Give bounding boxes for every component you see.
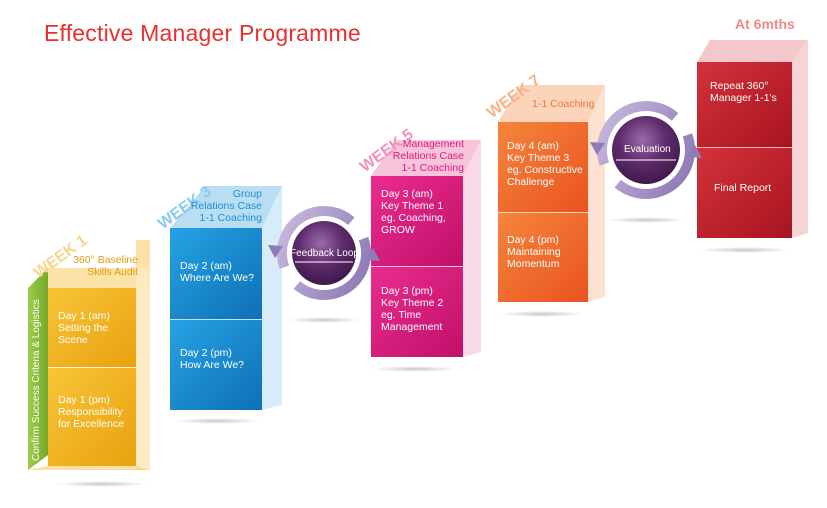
week3-front-upper bbox=[170, 228, 262, 319]
week1-back-top bbox=[136, 240, 150, 268]
week3-right-face bbox=[262, 186, 282, 410]
at-6mths-label: At 6mths bbox=[735, 16, 795, 32]
week3-cell-am: Day 2 (am)Where Are We? bbox=[180, 260, 254, 284]
six-months-block bbox=[697, 40, 808, 238]
feedback-loop-label: Feedback Loop bbox=[290, 248, 359, 259]
shadow-week1 bbox=[56, 481, 148, 487]
week7-block bbox=[498, 85, 605, 302]
week5-top-face bbox=[371, 140, 481, 176]
feedback-loop-graphic bbox=[268, 206, 380, 300]
week7-front-lower bbox=[498, 213, 588, 302]
week5-top-label: Management Relations Case 1-1 Coaching bbox=[392, 138, 464, 174]
week5-front-upper bbox=[371, 176, 463, 266]
side-label-success-criteria: Confirm Success Criteria & Logistics bbox=[31, 299, 42, 461]
week3-front-lower bbox=[170, 320, 262, 410]
shadow-week7 bbox=[500, 311, 584, 317]
week1-top-face bbox=[28, 268, 150, 288]
week7-top-face bbox=[498, 85, 605, 122]
page-title: Effective Manager Programme bbox=[44, 20, 361, 46]
week5-block bbox=[371, 140, 481, 357]
week5-front-lower bbox=[371, 267, 463, 357]
evaluation-label: Evaluation bbox=[624, 144, 671, 155]
m6-cell-final-report: Final Report bbox=[714, 182, 772, 194]
shadow-evaluation bbox=[606, 217, 686, 223]
m6-cell-repeat-360: Repeat 360°Manager 1-1's bbox=[710, 80, 777, 104]
week3-block bbox=[170, 186, 282, 410]
week7-front-upper bbox=[498, 122, 588, 212]
week1-block bbox=[28, 240, 150, 470]
m6-top-face bbox=[697, 40, 808, 62]
week1-top-label: 360° Baseline Skills Audit bbox=[73, 254, 138, 278]
m6-front-upper bbox=[697, 62, 792, 147]
m6-front-lower bbox=[697, 148, 792, 238]
week5-right-face bbox=[463, 140, 481, 357]
week1-front-lower bbox=[48, 368, 136, 466]
shadow-m6 bbox=[700, 247, 790, 253]
shadow-week3 bbox=[174, 418, 260, 424]
week1-front-upper bbox=[48, 288, 136, 367]
week7-right-face bbox=[588, 85, 605, 302]
shadow-feedback bbox=[288, 317, 360, 323]
shadow-week5 bbox=[372, 366, 458, 372]
evaluation-graphic bbox=[590, 101, 702, 199]
week3-cell-pm: Day 2 (pm)How Are We? bbox=[180, 347, 244, 371]
week1-side-face bbox=[28, 268, 48, 470]
week7-top-label: 1-1 Coaching bbox=[532, 98, 595, 110]
week1-right-face bbox=[136, 240, 150, 470]
week1-bottom-face bbox=[28, 466, 150, 470]
week3-top-label: Group Relations Case 1-1 Coaching bbox=[190, 188, 262, 224]
week3-top-face bbox=[170, 186, 282, 228]
m6-right-face bbox=[792, 40, 808, 238]
